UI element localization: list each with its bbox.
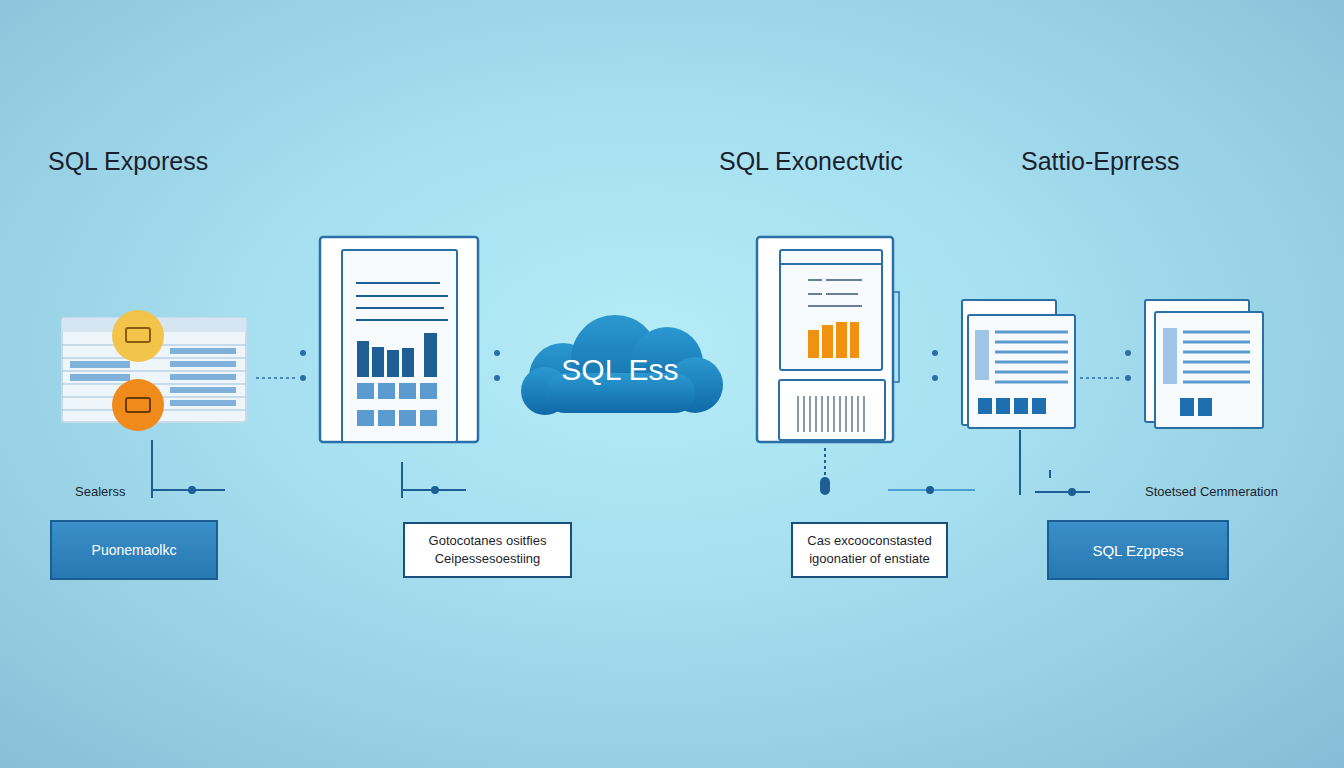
caption-label: Sealerss (75, 484, 126, 499)
small-document (962, 300, 1075, 428)
node-text: Puonemaolkc (92, 542, 177, 558)
process-box: Puonemaolkc (50, 520, 218, 580)
cloud-node: SQL Ess (515, 313, 725, 417)
caption-label: Stoetsed Cemmeration (1145, 484, 1278, 499)
process-box: SQL Ezppess (1047, 520, 1229, 580)
process-box: Gotocotanes ositfies Ceipessesoestiing (403, 522, 572, 578)
node-text: Gotocotanes ositfies Ceipessesoestiing (413, 532, 562, 567)
report-document (320, 237, 478, 442)
section-heading: Sattio-Eprress (1021, 147, 1179, 176)
node-text: Cas excooconstasted igoonatier of enstia… (801, 532, 938, 567)
node-text: SQL Ess (561, 353, 678, 387)
section-heading: SQL Exonectvtic (719, 147, 903, 176)
process-box: Cas excooconstasted igoonatier of enstia… (791, 522, 948, 578)
report-document (757, 237, 899, 442)
small-document (1145, 300, 1263, 428)
spreadsheet-icon (62, 310, 246, 431)
leader-lines (152, 430, 1090, 498)
node-text: SQL Ezppess (1092, 542, 1183, 559)
section-heading: SQL Exporess (48, 147, 208, 176)
